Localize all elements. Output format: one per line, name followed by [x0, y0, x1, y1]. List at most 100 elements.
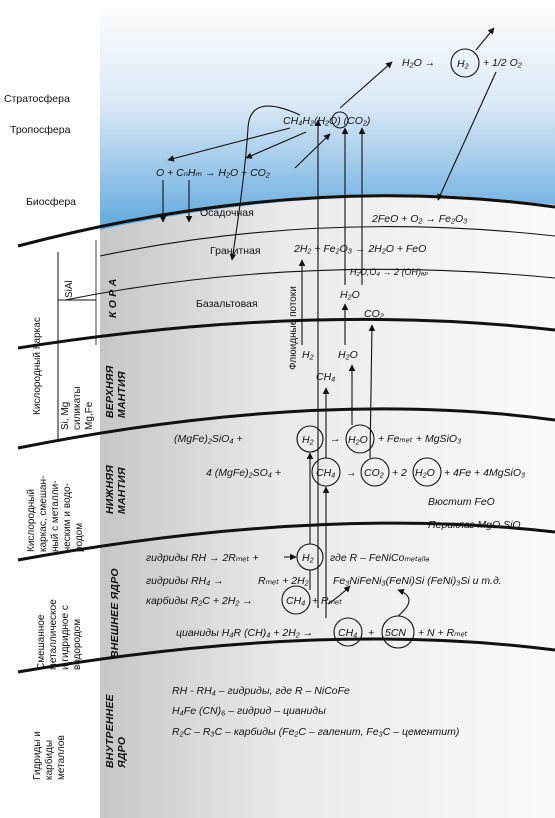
outer-core-reaction-2-mid: Rₘₑₜ + 2H₂	[258, 575, 309, 587]
lower-mantle-heading-2: МАНТИЯ	[116, 467, 128, 514]
o-troposphere-circle	[331, 111, 349, 129]
si-mg-silicates-label: Si, Mg силикаты Mg,Fe	[60, 386, 95, 430]
lm2-h2o-circle	[412, 457, 442, 487]
inner-core-heading-1: ВНУТРЕННЕЕ	[104, 693, 116, 768]
oc4-5cn-label: 5CN	[385, 627, 406, 639]
h2-strat-label: H₂	[457, 58, 469, 70]
outer-core-reaction-1-right: где R – FeNiCoₘₑₜₐₗₗₔ	[330, 552, 430, 564]
flow-arrows	[159, 27, 497, 618]
biosphere-label: Биосфера	[26, 196, 76, 208]
lower-mantle-reaction-1-right: + Feₘₑₜ + MgSiO₃	[378, 433, 461, 445]
svg-text:металлическое: металлическое	[48, 599, 59, 670]
svg-text:Si, Mg: Si, Mg	[60, 402, 71, 430]
lm2-mid: + 2	[392, 467, 407, 479]
oc3-ch4-circle	[281, 585, 311, 615]
granite-bottom-line	[64, 268, 555, 301]
biosphere-reaction: O + CₙHₘ → H₂O + CO₂	[156, 167, 270, 179]
inner-core-line-1: RH - RH₄ – гидриды, где R – NiCoFe	[172, 685, 350, 697]
outer-core-heading: ВНЕШНЕЕ ЯДРО	[109, 568, 121, 658]
arrow-to-h2o-strat	[339, 61, 393, 109]
outer-core-bottom-line	[17, 637, 555, 674]
upper-mantle-heading-2: МАНТИЯ	[116, 371, 128, 418]
lm2-co2-circle	[360, 457, 390, 487]
svg-text:Mg,Fe: Mg,Fe	[84, 401, 95, 430]
svg-text:Кислородный: Кислородный	[26, 489, 37, 552]
arrow-co2-up	[368, 324, 376, 459]
arrow-cn-curve	[397, 588, 410, 617]
lm2-ch4-label: CH₄	[316, 467, 335, 479]
h2o-oh-reaction: H₂O,O₄ → 2 (OH)ₐₚ	[350, 267, 428, 277]
basalt-layer-label: Базальтовая	[196, 298, 258, 310]
h2-strat-circle	[450, 48, 480, 78]
arrow-rmet-curve	[327, 585, 351, 605]
lm1-h2o-label: H₂O	[348, 434, 368, 446]
wustite-label: Вюстит FeO	[428, 496, 495, 508]
oc1-h2-label: H₂	[302, 552, 314, 564]
lm2-h2o-label: H₂O	[415, 467, 435, 479]
half-o2-label: + 1/2 O₂	[483, 57, 522, 69]
arrow-h2-escape	[475, 27, 495, 51]
svg-text:Смешанное: Смешанное	[36, 614, 47, 670]
inner-core-line-3: R₂C – R₃C – карбиды (Fe₂C – галенит, Fe₃…	[172, 726, 459, 738]
oc4-ch4-label: CH₄	[338, 627, 357, 639]
stratosphere-label: Стратосфера	[4, 93, 70, 105]
mixed-metal-hydride-label: Смешанное металлическое и гидридное с во…	[36, 599, 83, 670]
mixed-oxygen-frame-label: Кислородный каркас, смешан- ный с металл…	[26, 476, 85, 552]
svg-text:силикаты: силикаты	[72, 386, 83, 430]
upper-mantle-h2: H₂	[302, 349, 314, 361]
svg-text:родом: родом	[74, 523, 85, 552]
fluid-flows-label: Флюидные потоки	[288, 286, 299, 370]
feo-oxidation-reaction: 2FeO + O₂ → Fe₂O₃	[371, 213, 467, 225]
lower-mantle-reaction-2-left: 4 (MgFe)₂SO₄ +	[206, 467, 281, 479]
upper-mantle-h2o: H₂O	[338, 349, 358, 361]
granite-layer-label: Гранитная	[210, 245, 261, 257]
h2o-decomposition-formula: H₂O →	[402, 57, 435, 69]
oc3-ch4-label: CH₄	[286, 595, 305, 607]
arrow-bio-right-1	[245, 131, 307, 159]
atmosphere-region	[100, 0, 555, 230]
troposphere-label: Тропосфера	[10, 124, 71, 136]
oc4-ch4-circle	[333, 617, 363, 647]
upper-mantle-bottom-line	[17, 407, 555, 450]
inner-core-line-2: H₄Fe (CN)₆ – гидрид – цианиды	[172, 705, 326, 717]
outer-core-reaction-4-right: + N + Rₘₑₜ	[418, 627, 468, 639]
outer-core-reaction-2-left: гидриды RH₄ →	[146, 575, 224, 587]
upper-mantle-heading-1: ВЕРХНЯЯ	[104, 365, 116, 418]
crust-heading: К О Р А	[107, 279, 119, 318]
lower-mantle-reaction-1-left: (MgFe)₂SiO₄ +	[174, 433, 243, 445]
granite-reaction: 2H₂ + Fe₂O₃ → 2H₂O + FeO	[293, 243, 426, 255]
ch4h2-gases-formula: CH₄H₂(H₂O) (CO₂)	[283, 115, 370, 127]
arrow-curve-left	[229, 105, 301, 261]
crust-bottom-line	[17, 317, 555, 350]
svg-text:водородом: водородом	[72, 619, 83, 670]
earth-surface-line	[17, 194, 555, 248]
outer-core-reaction-1-left: гидриды RH → 2Rₘₑₜ +	[146, 552, 259, 564]
lm1-h2-circle	[296, 425, 324, 453]
lm2-arrow: →	[346, 467, 357, 479]
svg-text:и гидридное с: и гидридное с	[60, 605, 71, 670]
basalt-h2o: H₂O	[340, 289, 360, 301]
lm1-h2-label: H₂	[302, 434, 314, 446]
oxygen-frame-label: Кислородный Каркас	[32, 317, 43, 415]
sedimentary-layer-label: Осадочная	[200, 207, 254, 219]
svg-text:карбиды: карбиды	[43, 740, 55, 780]
arrow-bio-up	[294, 133, 331, 169]
basalt-co2: CO₂	[364, 308, 384, 320]
sedimentary-bottom-line	[99, 226, 555, 257]
svg-text:ный с металли-: ный с металли-	[50, 480, 61, 552]
earth-region	[100, 196, 555, 818]
arrow-bio-left-1	[167, 127, 291, 162]
lm1-arrow: →	[330, 433, 341, 445]
lower-mantle-bottom-line	[17, 521, 555, 562]
sial-label: SiAl	[64, 280, 75, 298]
lm2-co2-label: CO₂	[364, 467, 384, 479]
metal-hydrides-carbides-label: Гидриды и карбиды металлов	[32, 731, 67, 780]
arrow-o2-down	[437, 71, 497, 201]
outer-core-reaction-4-left: цианиды H₄R (CH)₄ + 2H₂ →	[176, 627, 313, 639]
lm1-h2o-circle	[345, 424, 375, 454]
outer-core-reaction-3-right: + Rₘₑₜ	[312, 595, 342, 607]
oc4-plus: +	[368, 627, 374, 639]
outer-core-reaction-3-left: карбиды R₂C + 2H₂ →	[146, 595, 253, 607]
inner-core-heading-2: ЯДРО	[116, 737, 128, 769]
